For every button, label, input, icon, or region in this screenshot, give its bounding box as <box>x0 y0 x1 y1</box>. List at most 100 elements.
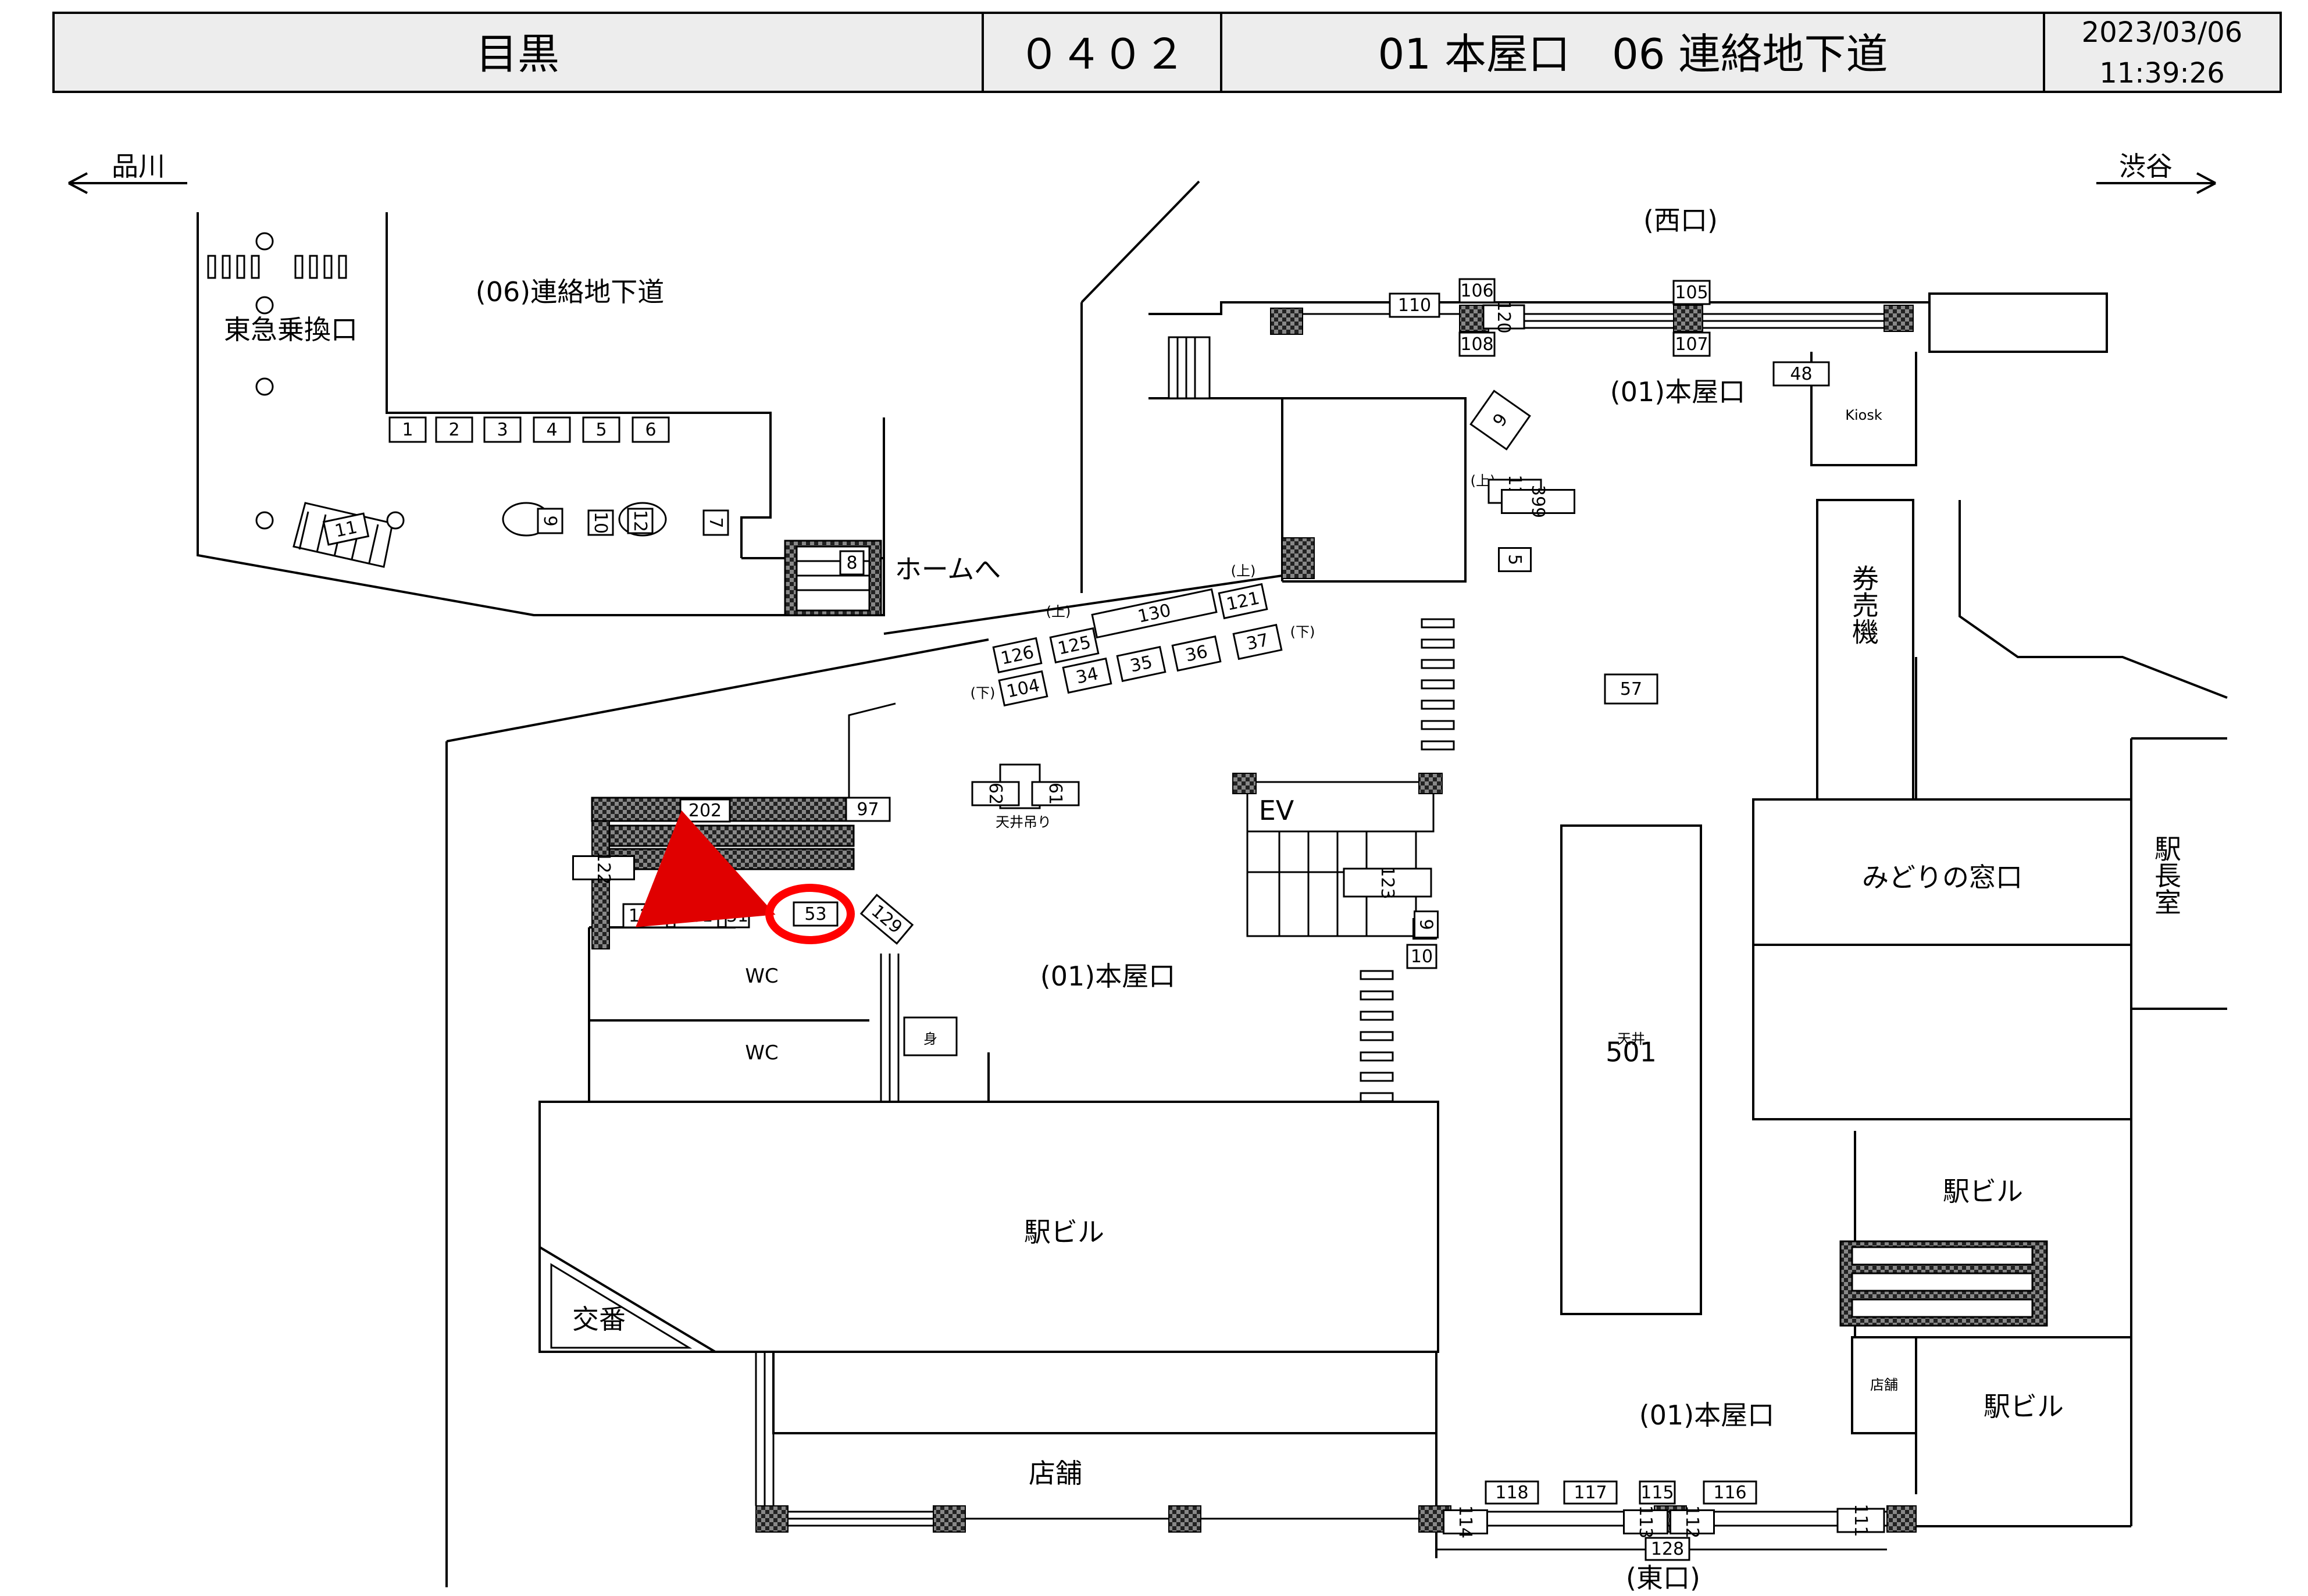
ad-space-box <box>322 512 370 546</box>
ad-space-box <box>1232 623 1283 660</box>
ad-space: 112 <box>1670 1505 1715 1538</box>
ad-space-box <box>1116 645 1167 683</box>
ad-space-box <box>587 509 614 536</box>
ad-space: 57 <box>1604 673 1658 705</box>
ad-space-number: 105 <box>1675 283 1708 303</box>
ad-space-number: 5 <box>1504 554 1525 565</box>
shop-small-label: 店舗 <box>1870 1377 1898 1393</box>
ad-space-box <box>702 509 729 536</box>
ad-space-box <box>1672 331 1711 357</box>
ad-space-number: 8 <box>846 553 857 573</box>
ad-space-box <box>1049 627 1100 664</box>
ad-space-number: 36 <box>1183 641 1210 666</box>
ad-space: 125 <box>1049 627 1100 664</box>
pointer-arrow <box>635 810 776 927</box>
ad-space-box <box>572 855 635 880</box>
ad-space-box <box>1498 547 1532 572</box>
ad-space: 9 <box>1469 390 1531 451</box>
header-time: 11:39:26 <box>2099 57 2225 90</box>
ad-space-number: 106 <box>1460 281 1493 301</box>
ad-space-number: 202 <box>689 801 722 821</box>
ad-space-number: 117 <box>1574 1483 1607 1503</box>
ceiling-label: 天井 <box>1617 1031 1645 1047</box>
ad-space-box <box>1485 1480 1539 1505</box>
ad-space-box <box>1836 1508 1885 1533</box>
ad-space-number: 201 <box>680 906 713 926</box>
ad-space-box <box>435 416 473 443</box>
exit-names: 01 本屋口 06 連絡地下道 <box>1378 30 1888 78</box>
ad-space-target: 53 <box>793 901 839 927</box>
ad-space-number: 3 <box>497 420 508 440</box>
tokyu-gate-area <box>207 232 667 537</box>
area-labels: (06)連絡地下道 東急乗換口 (西口) (01)本屋口 (01)本屋口 (01… <box>224 205 2182 1594</box>
ad-space: 36 <box>1171 635 1222 672</box>
ad-space-box <box>1469 390 1531 451</box>
ad-space: 127 <box>622 903 668 929</box>
platform-stairs <box>784 540 882 616</box>
ad-space: 4 <box>533 416 571 443</box>
station-code: ０４０２ <box>1018 30 1186 78</box>
ad-space: 1 <box>388 416 427 443</box>
ev-label: EV <box>1259 795 1294 826</box>
ad-space-number: 57 <box>1620 679 1642 699</box>
ad-space: 2 <box>435 416 473 443</box>
ad-space-number: 110 <box>1398 295 1431 316</box>
ad-space-box <box>998 670 1048 707</box>
ad-space: 37 <box>1232 623 1283 660</box>
ad-space: 97 <box>845 797 891 822</box>
to-platform-label: ホームへ <box>895 554 1001 585</box>
ad-space-number: 111 <box>1850 1504 1871 1537</box>
ad-space: 34 <box>1062 657 1112 694</box>
ad-space: 3 <box>483 416 522 443</box>
ad-space-box <box>1389 292 1440 318</box>
ad-space-box <box>971 781 1020 806</box>
ad-space-box <box>1623 1509 1668 1534</box>
ad-space-number: 11 <box>333 517 359 541</box>
midori-label: みどりの窓口 <box>1862 862 2022 893</box>
kiosk-label: Kiosk <box>1845 407 1882 423</box>
gate-lines-lower <box>1360 970 1394 1102</box>
ad-space-box <box>632 416 670 443</box>
ad-space: 130 <box>1091 588 1218 639</box>
ad-space-box <box>533 416 571 443</box>
ad-space-number: 113 <box>1635 1505 1656 1538</box>
ad-space: 126 <box>992 637 1043 674</box>
ad-space: 122 <box>572 851 635 884</box>
ad-space: 35 <box>1116 645 1167 683</box>
walls <box>197 180 2228 1587</box>
ad-space: 120 <box>1482 300 1525 334</box>
ad-space: 104 <box>998 670 1048 707</box>
ad-space-box <box>1343 867 1432 898</box>
marker-down-1: (下) <box>971 685 996 701</box>
ad-space-number: 2 <box>448 420 459 440</box>
direction-left: 品川 <box>68 151 187 194</box>
ad-space-number: 116 <box>1713 1483 1746 1503</box>
ad-space-number: 97 <box>857 799 879 820</box>
ad-space: 12 <box>627 508 654 534</box>
ad-space: 9 <box>537 508 563 534</box>
ad-space-box <box>1604 673 1658 705</box>
ad-space: 106 <box>1458 278 1496 304</box>
ad-space-box <box>839 550 865 576</box>
ad-space: 118 <box>1485 1480 1539 1505</box>
accessible-label: 身 <box>923 1031 937 1047</box>
main-gate-north-label: (01)本屋口 <box>1610 376 1745 408</box>
ad-space: 61 <box>1031 781 1080 806</box>
ad-space-box <box>1639 1480 1676 1505</box>
tunnel-label: (06)連絡地下道 <box>476 276 664 308</box>
ad-space: 114 <box>1443 1505 1488 1538</box>
ad-space-box <box>1563 1480 1618 1505</box>
ad-space-number: 37 <box>1244 630 1271 654</box>
ad-space-box <box>859 894 914 945</box>
ad-space: 48 <box>1772 361 1830 387</box>
ad-space: 399 <box>1501 485 1575 518</box>
gate-lines-upper <box>1421 618 1455 751</box>
ad-space-number: 107 <box>1675 334 1708 355</box>
direction-left-label: 品川 <box>112 151 165 182</box>
ad-space-number: 4 <box>546 420 557 440</box>
ad-space-box <box>1406 944 1437 969</box>
ad-space: 105 <box>1672 280 1711 305</box>
ad-space: 111 <box>1836 1504 1885 1537</box>
ceiling-hanging-label: 天井吊り <box>996 814 1051 830</box>
